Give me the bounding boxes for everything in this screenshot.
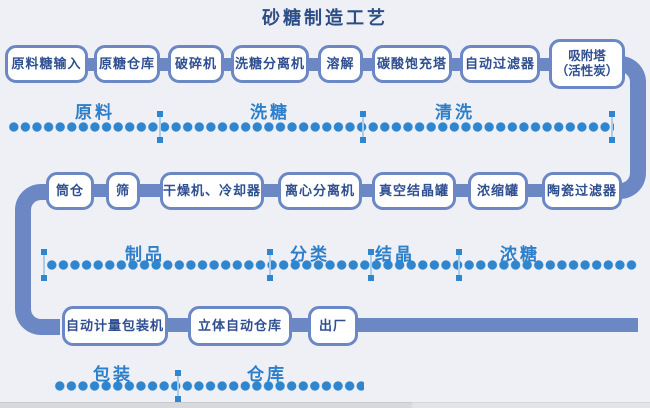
- stage-label: 出厂: [318, 318, 347, 334]
- stage-label: 干燥机、冷却器: [163, 183, 262, 199]
- stage-dryer-cooler[interactable]: 干燥机、冷却器: [160, 172, 264, 210]
- dotted-timeline-row1[interactable]: [8, 122, 614, 132]
- stage-silo[interactable]: 筒仓: [46, 172, 94, 210]
- stage-ceramic-filter[interactable]: 陶瓷过滤器: [542, 172, 622, 210]
- stage-label: 浓缩罐: [476, 183, 519, 199]
- stage-centrifugal-separator[interactable]: 离心分离机: [278, 172, 362, 210]
- section-divider-handle[interactable]: [456, 249, 462, 281]
- stage-label: 洗糖分离机: [234, 56, 305, 72]
- stage-auto-filter[interactable]: 自动过滤器: [460, 45, 540, 83]
- phase-label-raw-material[interactable]: 原料: [75, 103, 115, 122]
- section-divider-handle[interactable]: [609, 111, 615, 143]
- phase-label-sorting[interactable]: 分类: [290, 245, 330, 264]
- stage-adsorption-tower[interactable]: 吸附塔 （活性炭）: [549, 39, 625, 89]
- section-divider-handle[interactable]: [175, 370, 181, 402]
- stage-label: 原糖仓库: [98, 56, 155, 72]
- window-edge-right: [412, 402, 650, 408]
- stage-label: 原料糖输入: [11, 56, 82, 72]
- stage-shipping[interactable]: 出厂: [308, 306, 358, 346]
- stage-label: 筛: [115, 183, 130, 199]
- stage-raw-sugar-input[interactable]: 原料糖输入: [5, 45, 88, 83]
- stage-label: 自动计量包装机: [65, 318, 164, 334]
- phase-label-packaging[interactable]: 包装: [93, 365, 133, 384]
- stage-label: 碳酸饱充塔: [376, 56, 447, 72]
- section-divider-handle[interactable]: [360, 111, 366, 143]
- section-divider-handle[interactable]: [157, 111, 163, 143]
- stage-carbonation-tower[interactable]: 碳酸饱充塔: [372, 45, 452, 83]
- stage-label: 破碎机: [174, 56, 217, 72]
- window-edge-left: [0, 402, 412, 408]
- stage-label: 吸附塔: [568, 49, 606, 63]
- stage-dissolver[interactable]: 溶解: [318, 45, 363, 83]
- section-divider-handle[interactable]: [267, 249, 273, 281]
- phase-label-washing[interactable]: 洗糖: [250, 103, 290, 122]
- dotted-timeline-row2[interactable]: [46, 260, 638, 270]
- phase-label-warehouse[interactable]: 仓库: [247, 365, 287, 384]
- stage-label: 陶瓷过滤器: [546, 183, 617, 199]
- stage-vacuum-crystallizer[interactable]: 真空结晶罐: [372, 172, 456, 210]
- stage-raw-sugar-warehouse[interactable]: 原糖仓库: [94, 45, 160, 83]
- stage-label: 溶解: [326, 56, 355, 72]
- dotted-timeline-row3[interactable]: [54, 381, 364, 391]
- stage-label: 筒仓: [55, 183, 84, 199]
- phase-label-product[interactable]: 制品: [125, 245, 165, 264]
- stage-auto-warehouse[interactable]: 立体自动仓库: [188, 306, 292, 346]
- stage-label: 离心分离机: [284, 183, 355, 199]
- phase-label-crystallization[interactable]: 结晶: [375, 245, 415, 264]
- stage-label-line2: （活性炭）: [555, 64, 619, 78]
- stage-label: 真空结晶罐: [378, 183, 449, 199]
- stage-auto-weighing-packer[interactable]: 自动计量包装机: [62, 306, 168, 346]
- stage-sieve[interactable]: 筛: [106, 172, 140, 210]
- diagram-title[interactable]: 砂糖制造工艺: [262, 8, 388, 28]
- phase-label-thick-sugar[interactable]: 浓糖: [500, 245, 540, 264]
- phase-label-cleaning[interactable]: 清洗: [435, 103, 475, 122]
- section-divider-handle[interactable]: [368, 249, 374, 281]
- stage-label: 立体自动仓库: [197, 318, 282, 334]
- stage-concentrator[interactable]: 浓缩罐: [468, 172, 528, 210]
- stage-label: 自动过滤器: [464, 56, 535, 72]
- section-divider-handle[interactable]: [41, 249, 47, 281]
- stage-washing-separator[interactable]: 洗糖分离机: [231, 45, 309, 83]
- stage-crusher[interactable]: 破碎机: [168, 45, 224, 83]
